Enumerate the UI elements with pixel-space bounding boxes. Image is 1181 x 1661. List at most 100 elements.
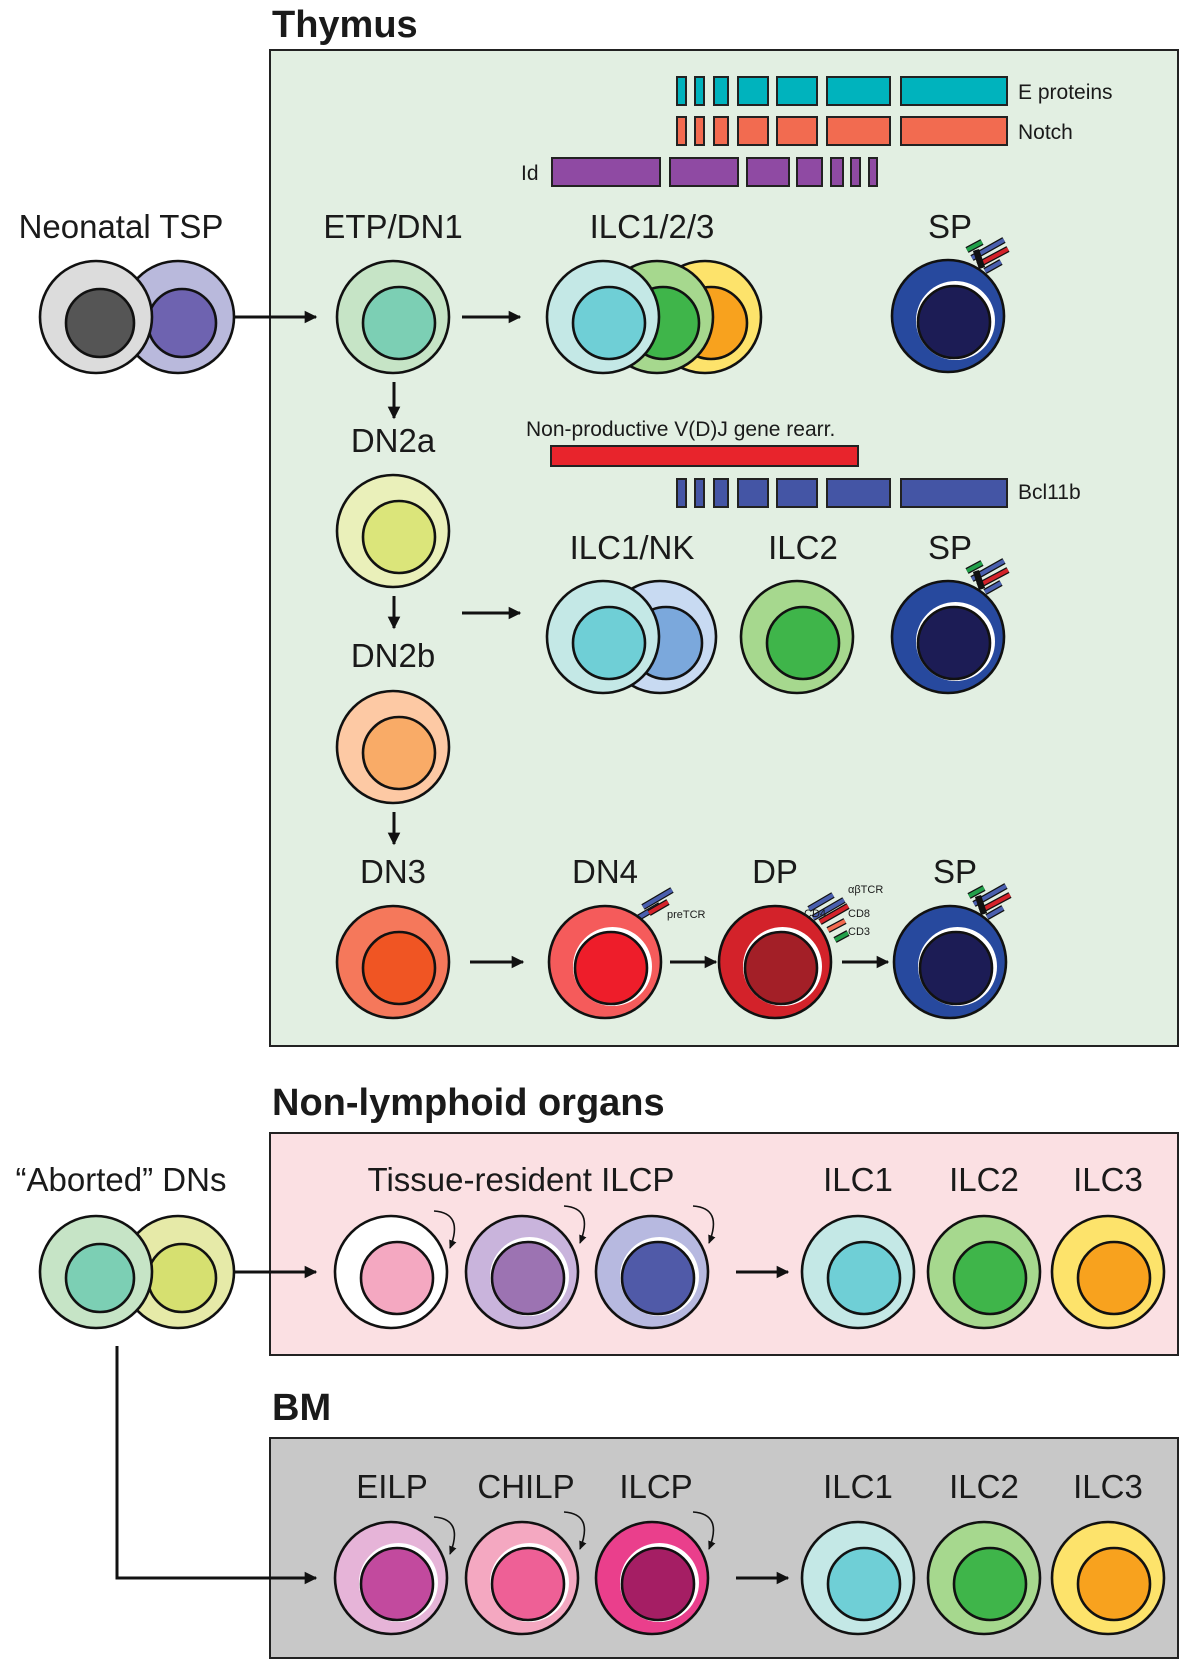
bm-ilc2-label: ILC2 — [949, 1468, 1019, 1505]
notch-label: Notch — [1018, 121, 1073, 144]
receptor-fill — [966, 240, 983, 252]
receptor-fill — [966, 561, 983, 573]
ilc2-mid-label: ILC2 — [768, 529, 838, 566]
nl-ilc2-label: ILC2 — [949, 1161, 1019, 1198]
labels: Neonatal TSP “Aborted” DNs ETP/DN1 DN2a … — [16, 208, 1143, 1505]
id-label: Id — [521, 162, 539, 185]
receptor-fill — [827, 919, 846, 932]
gradient-segment — [694, 76, 705, 106]
cd8-label: CD8 — [848, 908, 870, 920]
eilp-label: EILP — [356, 1468, 428, 1505]
nl-ilc1-label: ILC1 — [823, 1161, 893, 1198]
self-renewal-icon — [563, 1205, 587, 1244]
ilc123-label: ILC1/2/3 — [590, 208, 715, 245]
gradient-segment — [676, 76, 687, 106]
dn2b-cell — [335, 689, 451, 805]
pretcr-label: preTCR — [667, 909, 706, 921]
e-proteins-label: E proteins — [1018, 81, 1113, 104]
eilp-cell — [333, 1520, 449, 1636]
tissue-ilcp-cell-3 — [594, 1214, 710, 1330]
gradient-segment — [900, 76, 1008, 106]
gradient-segment — [551, 157, 661, 187]
tissue-resident-ilcp-label: Tissue-resident ILCP — [368, 1161, 675, 1198]
gradient-segment — [776, 116, 818, 146]
ilc1-cell — [545, 259, 661, 375]
neonatal-tsp-cell-a — [38, 259, 154, 375]
nl-ilc3-label: ILC3 — [1073, 1161, 1143, 1198]
bm-ilc1-cell — [800, 1520, 916, 1636]
dp-cell — [717, 904, 833, 1020]
bm-ilc3-cell — [1050, 1520, 1166, 1636]
gradient-segment — [900, 116, 1008, 146]
gradient-segment — [694, 116, 705, 146]
sp-mid-label: SP — [928, 529, 972, 566]
self-renewal-icon — [692, 1511, 716, 1550]
gradient-segment — [713, 478, 729, 508]
gradient-segment — [737, 116, 769, 146]
gradient-segment — [776, 76, 818, 106]
aborted-dn-cell-b — [120, 1214, 236, 1330]
dn2a-cell — [335, 473, 451, 589]
sp-mid-cell — [890, 579, 1006, 695]
sp-bottom-label: SP — [933, 853, 977, 890]
aborted-dns-label: “Aborted” DNs — [16, 1161, 227, 1198]
nl-ilc1-cell — [800, 1214, 916, 1330]
receptor-fill — [811, 898, 846, 920]
dn2b-label: DN2b — [351, 637, 435, 674]
non-lymphoid-title: Non-lymphoid organs — [272, 1082, 665, 1124]
dn3-label: DN3 — [360, 853, 426, 890]
cells — [38, 258, 1166, 1636]
bm-title: BM — [272, 1387, 331, 1429]
bm-ilc3-label: ILC3 — [1073, 1468, 1143, 1505]
receptor-fill — [986, 906, 1004, 919]
gradient-segment — [737, 76, 769, 106]
etp-dn1-cell — [335, 259, 451, 375]
dn2a-label: DN2a — [351, 422, 436, 459]
self-renewal-icon — [433, 1516, 457, 1555]
sp-bottom-cell — [892, 904, 1008, 1020]
receptor-fill — [974, 249, 984, 269]
gradient-segment — [776, 478, 818, 508]
cd4-label: CD4 — [804, 908, 826, 920]
gradient-segment — [826, 116, 891, 146]
receptor-fill — [647, 900, 670, 915]
gradient-segment — [737, 478, 769, 508]
receptor-fill — [984, 581, 1002, 594]
abtcr-label: αβTCR — [848, 884, 883, 896]
gradient-segment — [830, 157, 844, 187]
gradient-segment — [900, 478, 1008, 508]
thymus-title: Thymus — [272, 4, 418, 46]
sp-top-cell — [890, 258, 1006, 374]
ilc1-nk-cell — [545, 579, 661, 695]
ilc2-mid-cell — [739, 579, 855, 695]
receptor-fill — [819, 904, 849, 924]
ilcp-label: ILCP — [619, 1468, 692, 1505]
self-renewal-icon — [692, 1205, 716, 1244]
gradient-segment — [713, 76, 729, 106]
receptor-fill — [974, 570, 984, 590]
chilp-label: CHILP — [477, 1468, 574, 1505]
tissue-ilcp-cell-2 — [464, 1214, 580, 1330]
gradient-segment — [694, 478, 705, 508]
etp-dn1-label: ETP/DN1 — [323, 208, 462, 245]
sp-top-label: SP — [928, 208, 972, 245]
notch-bar — [676, 116, 1008, 146]
tissue-ilcp-cell-1 — [333, 1214, 449, 1330]
gradient-segment — [676, 116, 687, 146]
bm-ilc1-label: ILC1 — [823, 1468, 893, 1505]
gradient-segment — [746, 157, 790, 187]
ilcp-cell — [594, 1520, 710, 1636]
nl-ilc3-cell — [1050, 1214, 1166, 1330]
ilc1-nk-label: ILC1/NK — [570, 529, 695, 566]
arrows — [115, 310, 890, 1585]
receptor-fill — [834, 931, 849, 942]
aborted-dn-cell-a — [38, 1214, 154, 1330]
bcl11b-bar — [676, 478, 1008, 508]
receptor-fill — [976, 895, 986, 915]
chilp-cell — [464, 1520, 580, 1636]
receptor-fill — [807, 893, 835, 911]
dn3-cell — [335, 904, 451, 1020]
gradient-segment — [669, 157, 739, 187]
gradient-segment — [850, 157, 861, 187]
